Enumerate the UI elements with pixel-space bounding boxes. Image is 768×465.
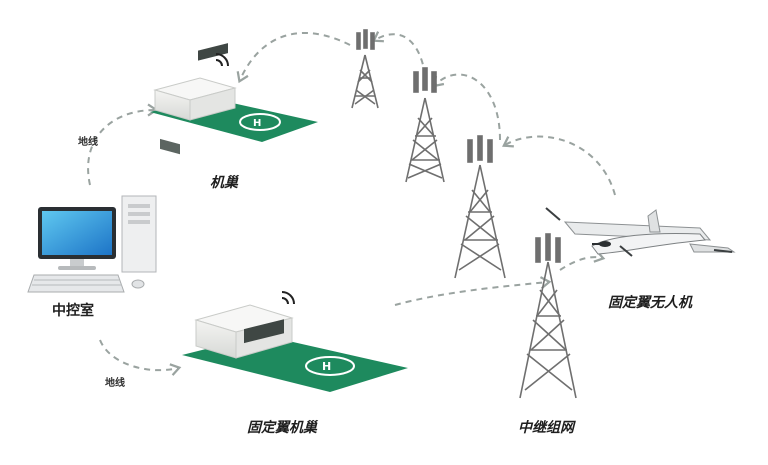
svg-text:H: H [253,118,261,129]
wifi-icon [281,291,295,305]
tower-2 [405,67,445,183]
tower-1 [351,29,379,109]
label-ground-wire-top: 地线 [78,137,98,148]
label-control-room: 中控室 [52,303,94,319]
label-nest: 机巢 [210,175,238,191]
ground-wire-bottom [99,339,182,376]
link-tower2-to-tower1 [372,31,426,76]
fixed-wing-uav [545,207,736,257]
relay-towers [351,29,577,399]
tower-3 [454,135,506,279]
link-nest-bottom-to-tower4 [394,276,552,306]
drone-nest-bottom: H [182,291,408,392]
link-tower3-to-tower2 [432,73,501,141]
tower-4 [519,233,577,399]
link-tower1-to-nest [236,31,351,84]
label-ground-wire-bottom: 地线 [105,378,125,389]
link-uav-to-tower3 [502,135,616,196]
pc-tower [121,195,157,273]
mouse [131,279,145,289]
wifi-icon [215,53,229,67]
label-fixed-wing-nest: 固定翼机巢 [247,420,317,436]
ground-wire-top [87,103,159,186]
keyboard [27,274,125,293]
uav-fuselage [591,233,706,255]
link-tower4-to-uav [559,250,606,271]
control-room-computer [27,195,157,293]
svg-text:H: H [322,360,331,373]
label-relay-network: 中继组网 [518,420,574,436]
drone-nest-top: H [150,43,318,155]
label-uav: 固定翼无人机 [608,295,692,311]
link-lines [87,31,616,376]
